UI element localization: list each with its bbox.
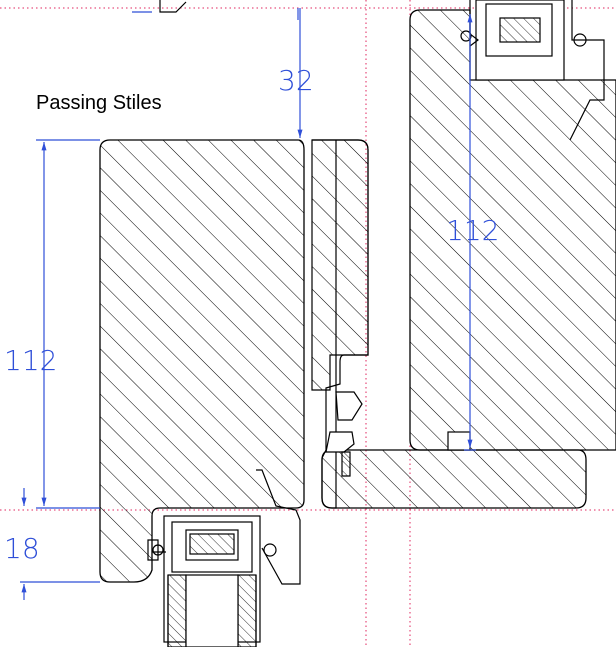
dimension-top-32 [297,8,303,138]
dimension-label-left-112: 112 [4,344,57,377]
middle-seal-profiles [325,391,363,477]
top-left-fragment [132,0,187,13]
dimension-label-left-18: 18 [4,532,40,565]
dimension-right-112 [464,13,476,451]
right-stile-body [409,9,616,451]
dimension-label-right-112: 112 [446,214,499,247]
bottom-glazing-insert [147,469,301,647]
left-stile [99,139,305,583]
left-stile-body [99,139,305,583]
drawing-title: Passing Stiles [36,92,162,114]
dimension-left-112 [36,139,100,509]
dimension-label-top-32: 32 [278,64,314,97]
bottom-rail [321,449,587,509]
dimension-left-18 [20,488,100,600]
bottom-rail-body [321,449,587,509]
top-glazing-insert [460,0,605,141]
right-stile [409,9,616,451]
right-stile-notch [447,431,471,451]
